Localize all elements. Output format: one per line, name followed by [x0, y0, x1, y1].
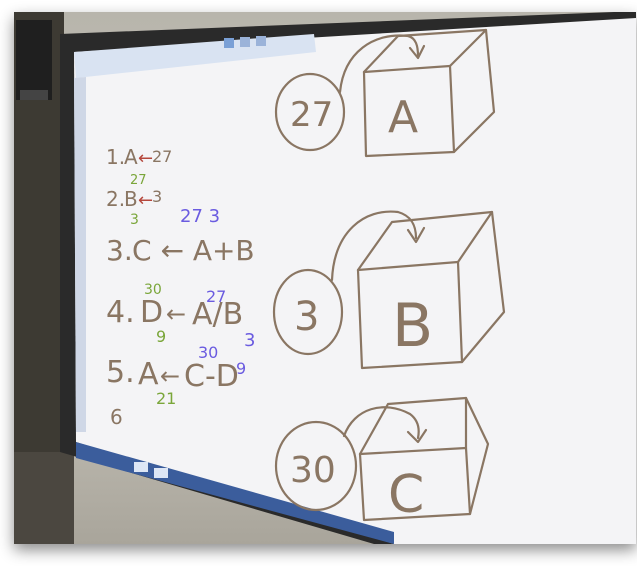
step-1-var: A [124, 145, 138, 169]
step-4-num: 4. [106, 295, 135, 330]
whiteboard-scene: 1. A ← 27 27 2. B ← 3 3 27 3 3. C ← A+B … [14, 12, 636, 544]
box-a-value: 27 [290, 95, 333, 135]
side-toolbar[interactable] [74, 77, 86, 432]
handwritten-steps: 1. A ← 27 27 2. B ← 3 3 27 3 3. C ← A+B … [106, 145, 255, 429]
board-surface [74, 18, 636, 544]
step-2-note: 3 [130, 212, 139, 228]
toolbar[interactable] [74, 34, 316, 78]
photo: 1. A ← 27 27 2. B ← 3 3 27 3 3. C ← A+B … [14, 12, 636, 544]
step-4-arrow: ← [166, 300, 186, 328]
step-5-note-sup: 9 [236, 359, 246, 378]
box-c-value: 30 [290, 450, 336, 491]
tool-icon[interactable] [224, 38, 234, 48]
tool-icon[interactable] [240, 37, 250, 47]
step-5-note-sub: 21 [156, 389, 176, 408]
step-4-note-top-left: 30 [144, 282, 162, 298]
box-c-label: C [388, 465, 424, 525]
step-4-note-sub-right: 3 [244, 330, 255, 351]
step-2-value: 3 [152, 187, 162, 206]
step-5-expr: C-D [184, 359, 239, 394]
step-6-num: 6 [110, 405, 123, 429]
box-b-value: 3 [294, 294, 319, 340]
step-2-var: B [124, 187, 138, 211]
step-1-num: 1. [106, 145, 125, 169]
step-3-note: 27 3 [180, 206, 220, 227]
speaker [16, 20, 52, 100]
step-1-value: 27 [152, 147, 172, 166]
step-4-note-top: 27 [206, 287, 226, 306]
box-a [274, 28, 496, 158]
step-4-note-sub-left: 9 [156, 327, 166, 346]
step-2-num: 2. [106, 187, 125, 211]
step-4-expr: A/B [192, 297, 243, 332]
step-4-var: D [140, 295, 163, 330]
box-a-label: A [388, 92, 418, 143]
box-b [272, 210, 506, 370]
box-b-label: B [392, 291, 433, 361]
step-5-num: 5. [106, 355, 135, 390]
step-1-note: 27 [130, 173, 147, 188]
memory-boxes [272, 28, 506, 522]
step-3-num: 3. [106, 234, 133, 267]
tool-icon[interactable] [256, 36, 266, 46]
step-5-var: A [138, 357, 159, 392]
taskbar[interactable] [76, 442, 394, 544]
step-3-expr: C ← A+B [132, 234, 255, 267]
step-2-arrow: ← [138, 190, 153, 211]
box-c [274, 396, 490, 522]
step-5-arrow: ← [160, 362, 180, 390]
box-labels: 27 A 3 B 30 C [290, 92, 433, 525]
step-5-note-top: 30 [198, 343, 218, 362]
step-1-arrow: ← [138, 148, 153, 169]
